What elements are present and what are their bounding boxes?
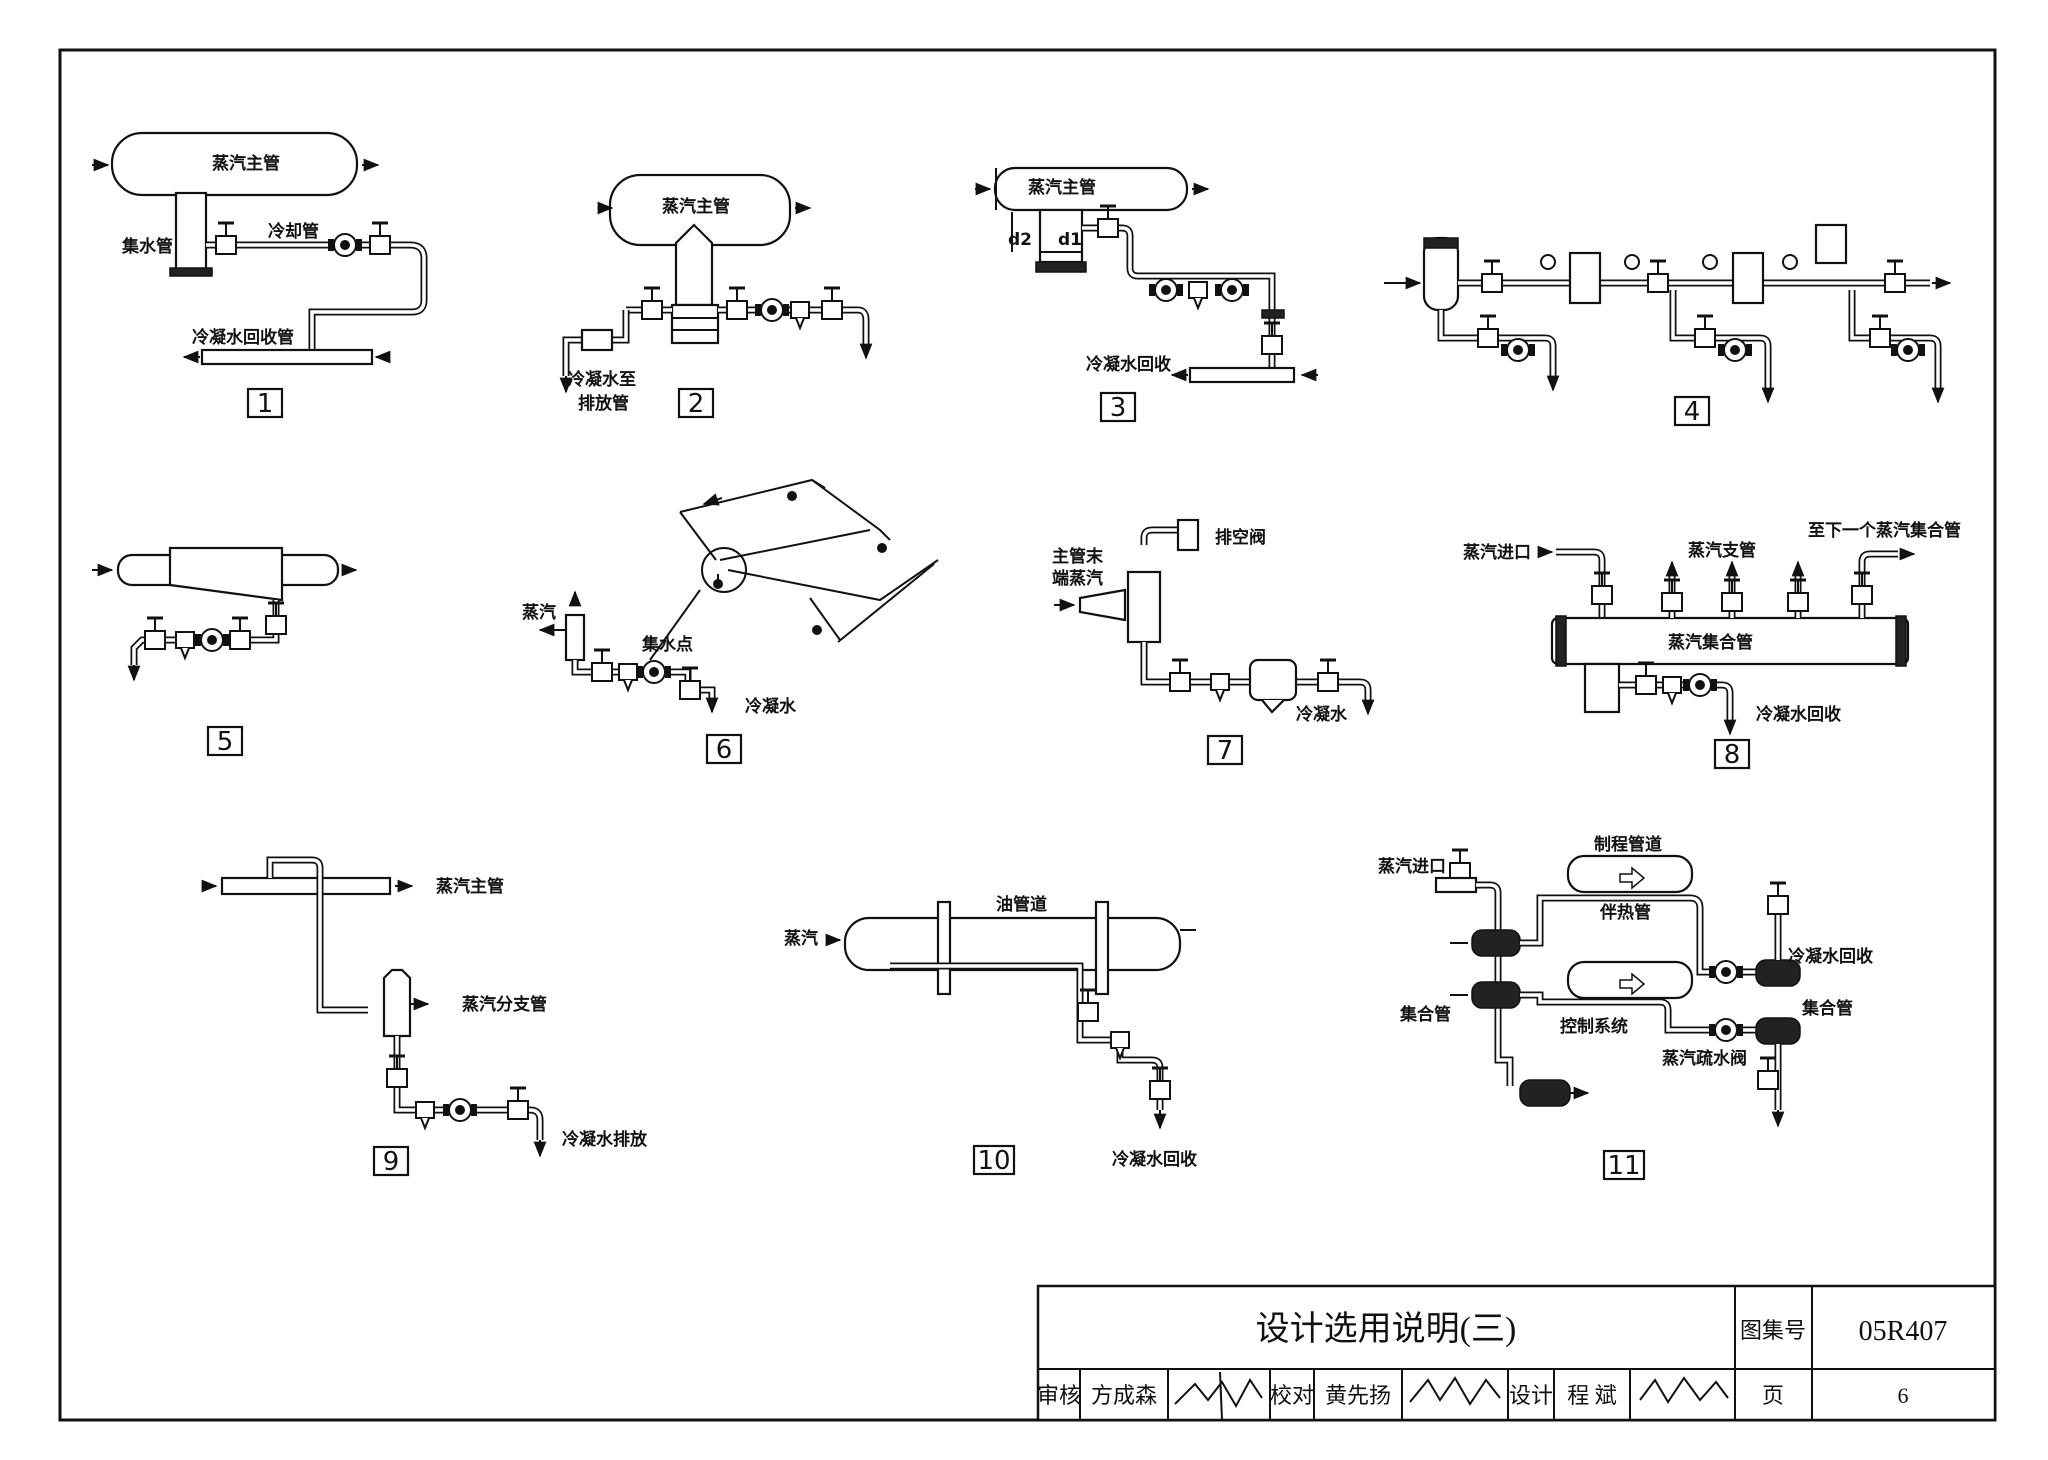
- label-return: 冷凝水回收: [1788, 946, 1873, 967]
- diagram-number-box: [677, 387, 715, 419]
- diagram-7: 排空阀 主管末 端蒸汽 冷凝水 7: [1052, 518, 1375, 766]
- diagram-number-box: [206, 725, 244, 757]
- review-label: 审核: [1037, 1383, 1081, 1408]
- label-cooling-pipe: 冷却管: [268, 221, 319, 242]
- check-label: 校对: [1270, 1383, 1314, 1408]
- diagram-4: 4: [1384, 223, 1952, 427]
- diagram-number-box: [972, 1144, 1016, 1176]
- design-label: 设计: [1509, 1383, 1553, 1408]
- diagram-number: 11: [1607, 1151, 1640, 1181]
- page-number: 6: [1898, 1383, 1909, 1408]
- label-next-header: 至下一个蒸汽集合管: [1808, 520, 1961, 541]
- float-trap: [1248, 658, 1298, 702]
- diagram-number-box: [705, 733, 743, 765]
- steam-main-pipe: [220, 876, 392, 896]
- diagram-number-box: [1602, 1149, 1646, 1181]
- return-pipe: [1188, 366, 1296, 384]
- distributor-manifold: [1471, 929, 1521, 957]
- diagram-number: 2: [688, 389, 705, 419]
- diagram-number-box: [1099, 391, 1137, 423]
- designer-name: 程 斌: [1567, 1383, 1617, 1408]
- label-condensate: 冷凝水: [745, 696, 797, 717]
- diagram-number: 5: [217, 727, 234, 757]
- label-steam-main: 蒸汽主管: [662, 196, 730, 217]
- diagram-2: 蒸汽主管 冷凝水至 排放管 2: [559, 173, 873, 419]
- atlas-number: 05R407: [1859, 1316, 1948, 1347]
- checker-signature: [1409, 1376, 1501, 1406]
- label-collector-right: 集合管: [1801, 998, 1853, 1019]
- title-block: 设计选用说明(三) 图集号 05R407 审核 方成森 校对 黄先扬 设计 程 …: [1036, 1284, 1997, 1422]
- label-steam-main: 蒸汽主管: [436, 876, 504, 897]
- diagram-3: 蒸汽主管 d2 d1 冷凝水回收 3: [975, 166, 1318, 423]
- checker-name: 黄先扬: [1325, 1383, 1391, 1408]
- label-d1: d1: [1058, 230, 1082, 250]
- label-steam-main: 蒸汽主管: [1028, 177, 1096, 198]
- diagram-number: 8: [1724, 740, 1741, 770]
- label-steam-inlet: 蒸汽进口: [1378, 856, 1446, 877]
- sheet-title: 设计选用说明(三): [1256, 1310, 1517, 1348]
- diagram-number: 10: [977, 1146, 1010, 1176]
- label-vent-valve: 排空阀: [1215, 527, 1266, 548]
- label-drain-line-1: 冷凝水至: [568, 369, 636, 390]
- diagram-9: 蒸汽主管 蒸汽分支管 冷凝水排放 9: [201, 856, 648, 1177]
- label-steam-trap: 蒸汽疏水阀: [1662, 1048, 1747, 1069]
- designer-signature: [1639, 1376, 1729, 1404]
- diagram-number-box: [1673, 395, 1711, 427]
- diagram-number-box: [1206, 734, 1244, 766]
- label-return: 冷凝水回收: [1112, 1149, 1197, 1170]
- label-return: 冷凝水回收: [1756, 704, 1841, 725]
- diagram-number-box: [1713, 738, 1751, 770]
- reviewer-signature: [1174, 1371, 1263, 1421]
- reviewer-name: 方成森: [1091, 1383, 1157, 1408]
- diagram-number: 1: [257, 389, 274, 419]
- page-label: 页: [1762, 1383, 1784, 1408]
- label-steam-main: 蒸汽主管: [212, 153, 280, 174]
- diagram-number: 6: [716, 735, 733, 765]
- detail-circle: [701, 547, 747, 593]
- separator-body: [168, 546, 284, 602]
- label-return: 冷凝水回收: [1086, 354, 1171, 375]
- collector-pipe: [174, 191, 208, 273]
- return-pipe: [200, 348, 374, 366]
- diagram-number: 9: [383, 1147, 400, 1177]
- diagram-6: 蒸汽 集水点 冷凝水 6: [522, 478, 939, 765]
- atlas-label: 图集号: [1740, 1318, 1806, 1343]
- label-steam-branch: 蒸汽支管: [1688, 540, 1756, 561]
- label-discharge: 冷凝水排放: [562, 1129, 648, 1150]
- label-steam-inlet: 蒸汽进口: [1463, 542, 1531, 563]
- label-oil-pipe: 油管道: [996, 894, 1047, 915]
- separator: [1422, 236, 1460, 312]
- diagram-number: 3: [1110, 393, 1127, 423]
- label-steam-branch: 蒸汽分支管: [462, 994, 547, 1015]
- diagram-1: 蒸汽主管 集水管 冷却管 冷凝水回收管 1: [92, 131, 428, 419]
- label-steam: 蒸汽: [522, 602, 556, 623]
- label-control-system: 控制系统: [1560, 1016, 1628, 1037]
- diagram-5: 5: [92, 546, 358, 757]
- diagram-8: 蒸汽进口 蒸汽集合管 蒸汽支管 至下一个蒸汽集合管 冷凝水回收 8: [1463, 520, 1961, 770]
- oil-pipe: [843, 916, 1182, 972]
- label-return-pipe: 冷凝水回收管: [192, 327, 294, 348]
- label-main-end-2: 端蒸汽: [1052, 568, 1103, 589]
- diagram-number: 7: [1217, 736, 1234, 766]
- label-main-end-1: 主管末: [1052, 546, 1104, 567]
- label-steam-header: 蒸汽集合管: [1668, 632, 1753, 653]
- diagram-number: 4: [1684, 397, 1701, 427]
- label-drain-line-2: 排放管: [578, 393, 629, 414]
- label-collect-point: 集水点: [641, 634, 693, 655]
- diagram-number-box: [246, 387, 284, 419]
- diagram-number-box: [372, 1145, 410, 1177]
- steam-main-pipe: [110, 131, 359, 197]
- label-process-pipe: 制程管道: [1594, 834, 1662, 855]
- label-collector-left: 集合管: [1399, 1004, 1451, 1025]
- label-steam: 蒸汽: [784, 928, 818, 949]
- drawing-frame: [58, 48, 1997, 1422]
- label-collector: 集水管: [121, 236, 173, 257]
- label-tracing-pipe: 伴热管: [1599, 902, 1651, 923]
- diagram-10: 蒸汽 油管道 冷凝水回收 10: [784, 894, 1197, 1176]
- label-d2: d2: [1008, 230, 1032, 250]
- label-condensate: 冷凝水: [1296, 704, 1348, 725]
- diagram-11: 蒸汽进口 集合管 制程管道 伴热管 控制系统 冷凝水回收 集合管 蒸汽疏水阀: [1378, 834, 1873, 1181]
